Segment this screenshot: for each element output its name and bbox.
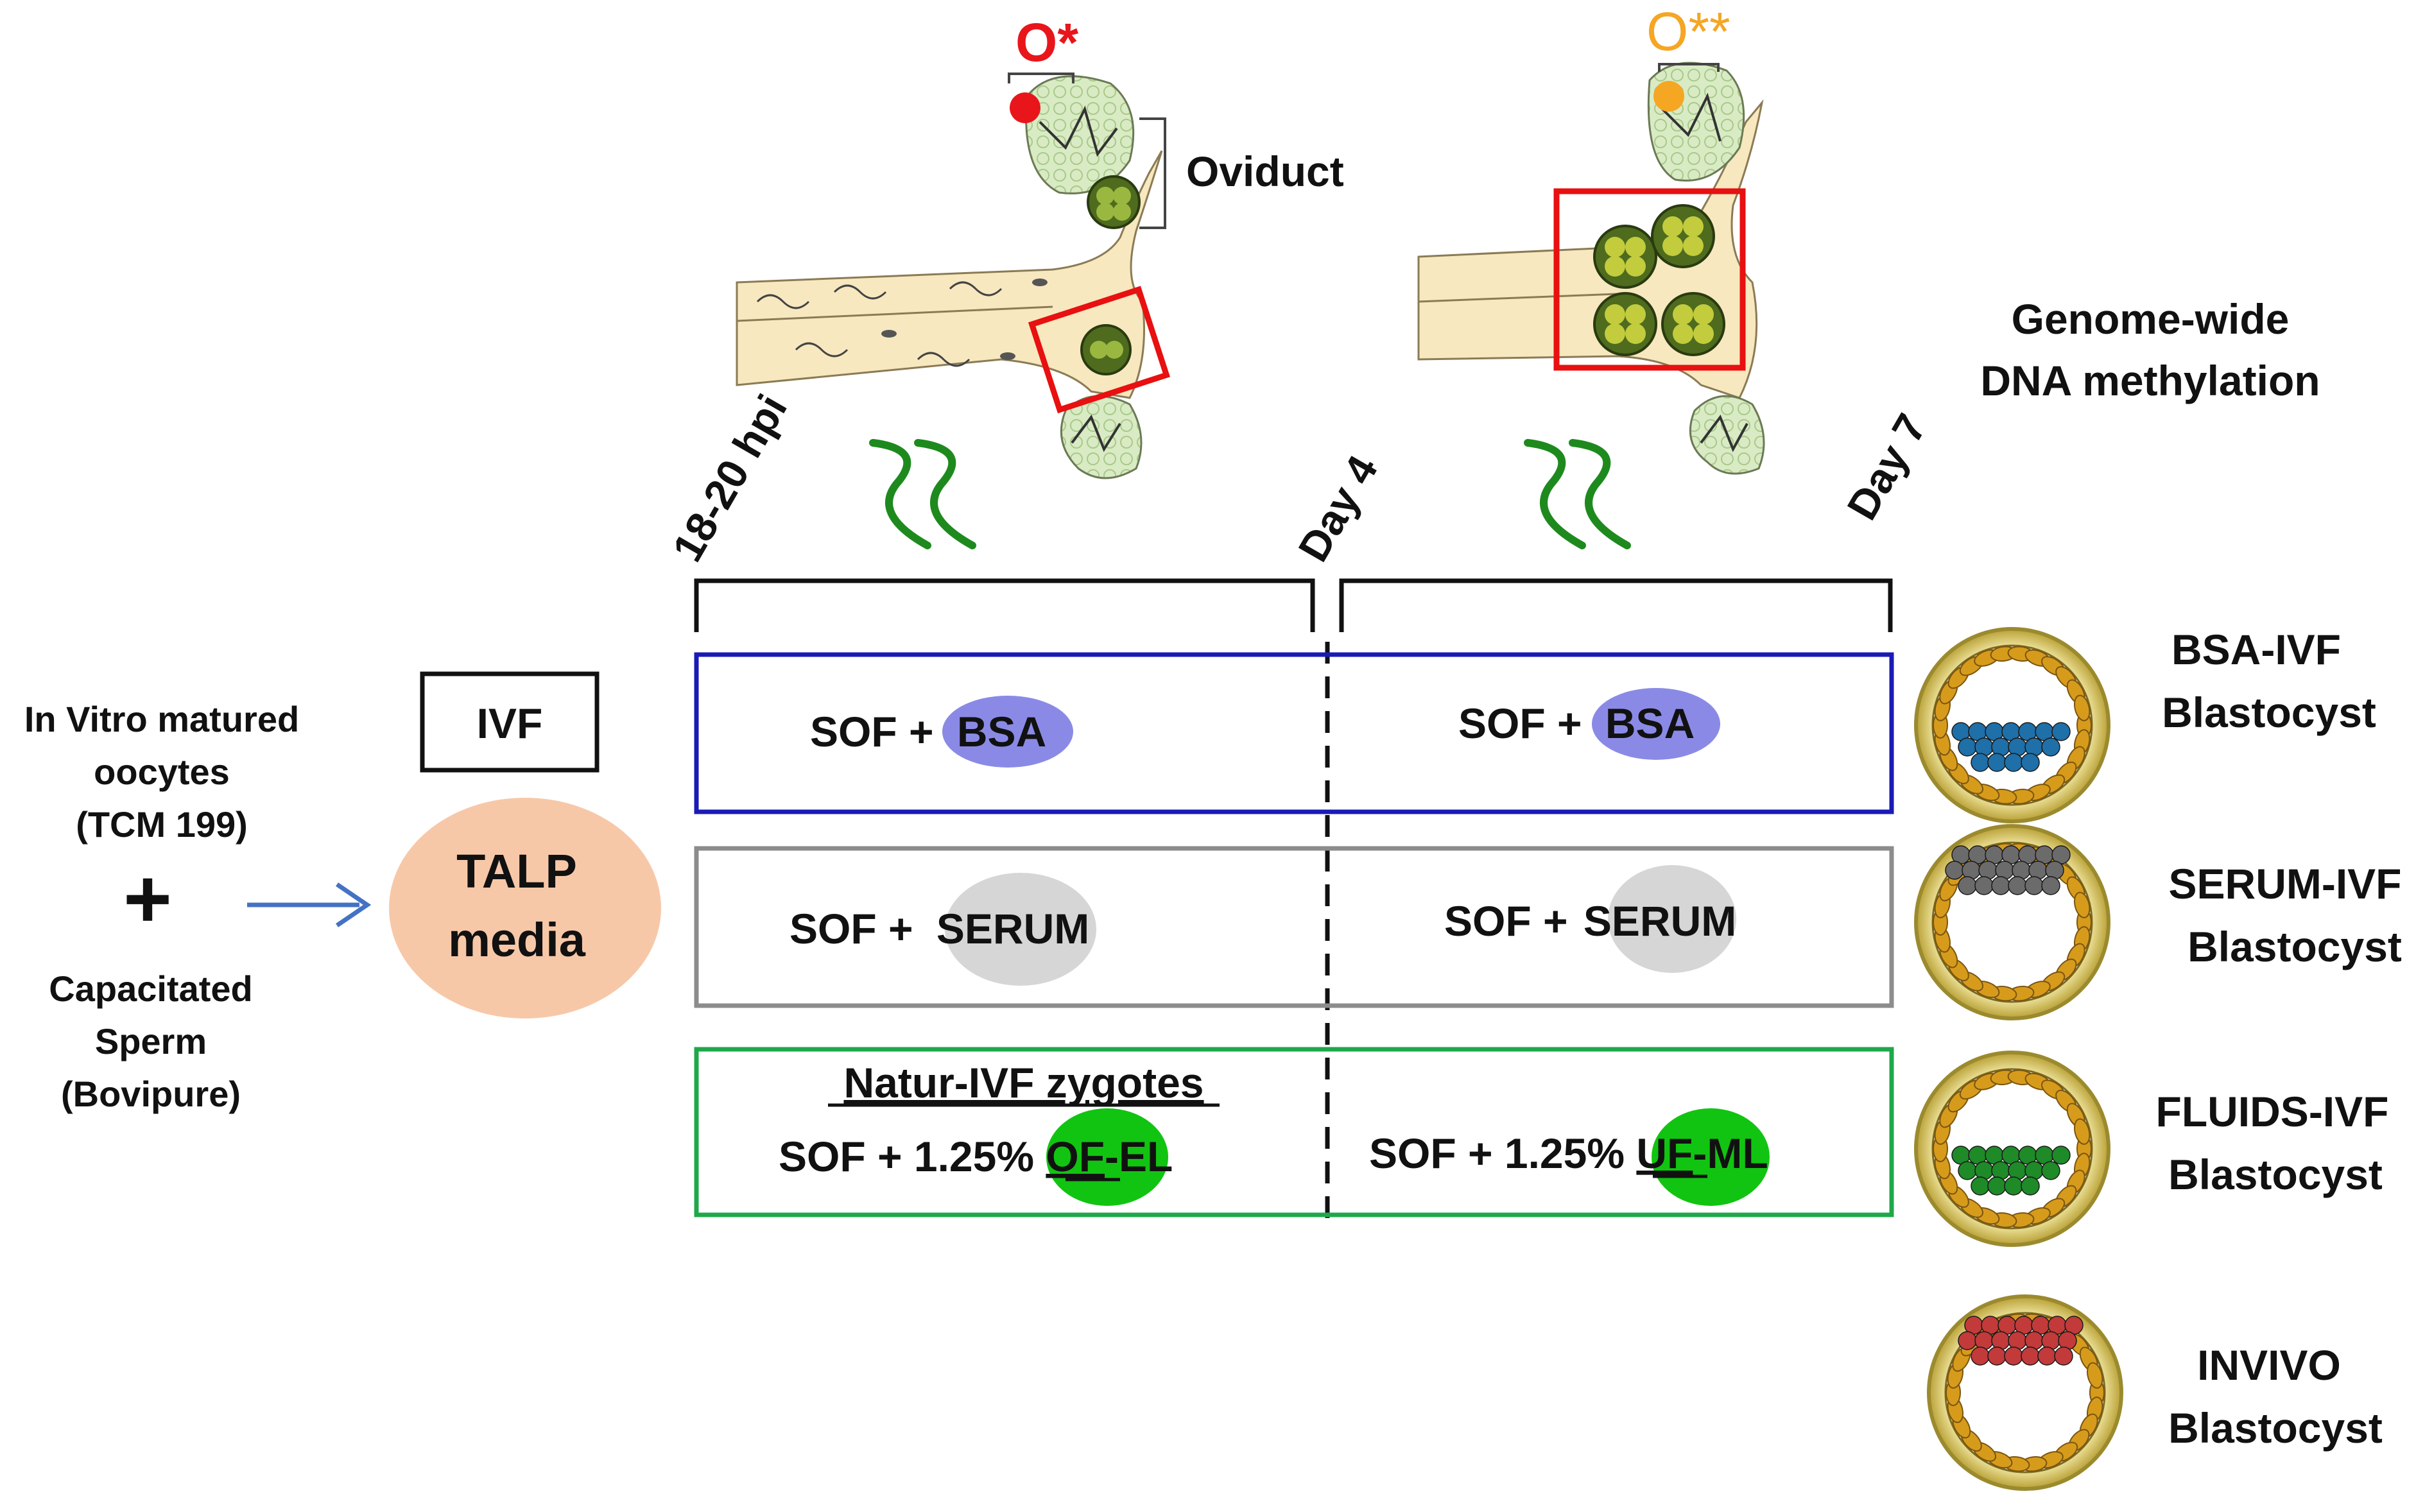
svg-text:SOF + 1.25% OF-EL: SOF + 1.25% OF-EL	[779, 1133, 1173, 1180]
row-bsa-right-pill	[1592, 688, 1720, 760]
blastocyst-serum-illustration	[1914, 824, 2110, 1020]
blastocyst-bsa-illustration	[1914, 627, 2110, 823]
blastocyst-serum-line-2: Blastocyst	[2187, 923, 2402, 970]
method-line-1: Genome-wide	[2012, 295, 2290, 343]
blastocyst-bsa-line-2: Blastocyst	[2162, 689, 2376, 736]
oviduct-illustration-right	[1417, 62, 1765, 475]
phase-bracket-2	[1339, 578, 1893, 632]
method-line-2: DNA methylation	[1980, 357, 2320, 404]
ivf-label: IVF	[477, 700, 543, 747]
blastocyst-invivo-illustration	[1927, 1294, 2123, 1491]
row-bsa-left-pill-label: BSA	[957, 708, 1046, 755]
row-serum-right-prefix: SOF +	[1444, 897, 1580, 945]
blastocyst-invivo-line-1: INVIVO	[2197, 1341, 2341, 1389]
blastocyst-bsa-line-1: BSA-IVF	[2171, 626, 2341, 673]
row-serum-box	[694, 846, 1894, 1008]
svg-text:SOF + 1.25% UF-ML: SOF + 1.25% UF-ML	[1369, 1130, 1768, 1177]
row-fluids-box	[694, 1047, 1894, 1217]
oviduct-label: Oviduct	[1186, 148, 1344, 195]
talp-media-ellipse	[389, 798, 661, 1018]
row-fluids-left-pill	[1046, 1108, 1168, 1206]
row-serum-left-prefix: SOF +	[790, 905, 925, 952]
ivf-box	[420, 671, 600, 773]
marker-right: O**	[1646, 1, 1730, 62]
oocytes-line-3: (TCM 199)	[76, 804, 248, 845]
row-fluids-left-prefix: SOF + 1.25%	[779, 1133, 1046, 1180]
talp-line-1: TALP	[456, 845, 577, 898]
row-serum-left-pill	[945, 873, 1096, 986]
row-serum-left-pill-label: SERUM	[936, 905, 1089, 952]
row-fluids-right-pill-label: UF	[1636, 1130, 1693, 1177]
row-fluids-right-suffix: -ML	[1693, 1130, 1768, 1177]
oviduct-illustration-left	[736, 73, 1170, 479]
oocytes-line-1: In Vitro matured	[24, 699, 299, 739]
row-fluids-title: Natur-IVF zygotes	[843, 1059, 1204, 1106]
input-arrow	[247, 882, 372, 927]
marker-left: O*	[1015, 12, 1078, 73]
row-fluids-right-pill	[1652, 1108, 1770, 1206]
blastocysts-group	[1914, 627, 2123, 1491]
row-bsa-box	[694, 652, 1894, 814]
timepoint-day4: Day 4	[1289, 447, 1386, 569]
sperm-line-1: Capacitated	[49, 968, 252, 1009]
svg-text:SOF + SERUM: SOF + SERUM	[790, 905, 1089, 952]
wave-symbol-right	[1524, 439, 1631, 549]
svg-text:SOF + BSA: SOF + BSA	[1458, 700, 1695, 747]
oocytes-line-2: oocytes	[94, 752, 230, 792]
row-bsa-right-pill-label: BSA	[1605, 700, 1695, 747]
svg-text:SOF + BSA: SOF + BSA	[810, 708, 1046, 755]
row-fluids-left-pill-label: OF	[1046, 1133, 1105, 1180]
phase-bracket-1	[694, 578, 1315, 632]
blastocyst-fluids-line-1: FLUIDS-IVF	[2156, 1088, 2389, 1135]
blastocyst-fluids-line-2: Blastocyst	[2168, 1151, 2383, 1198]
row-bsa-left-pill	[942, 696, 1073, 768]
svg-text:SOF + SERUM: SOF + SERUM	[1444, 897, 1736, 945]
timepoint-day7: Day 7	[1838, 406, 1935, 528]
blastocyst-serum-line-1: SERUM-IVF	[2169, 860, 2402, 907]
plus-sign: +	[123, 852, 172, 945]
wave-symbol-left	[869, 439, 976, 549]
row-serum-right-pill-label: SERUM	[1583, 897, 1736, 945]
row-bsa-right-prefix: SOF +	[1458, 700, 1594, 747]
timepoint-18-20hpi: 18-20 hpi	[663, 386, 796, 569]
talp-line-2: media	[448, 913, 586, 966]
sperm-line-3: (Bovipure)	[61, 1074, 241, 1114]
blastocyst-fluids-illustration	[1914, 1051, 2110, 1247]
inputs-group: In Vitro matured oocytes (TCM 199) + Cap…	[24, 699, 299, 1114]
row-bsa-left-prefix: SOF +	[810, 708, 945, 755]
row-serum-right-pill	[1608, 865, 1736, 973]
row-fluids-right-prefix: SOF + 1.25%	[1369, 1130, 1636, 1177]
sperm-line-2: Sperm	[95, 1021, 207, 1061]
row-fluids-left-suffix: -EL	[1105, 1133, 1173, 1180]
blastocyst-invivo-line-2: Blastocyst	[2168, 1404, 2383, 1452]
